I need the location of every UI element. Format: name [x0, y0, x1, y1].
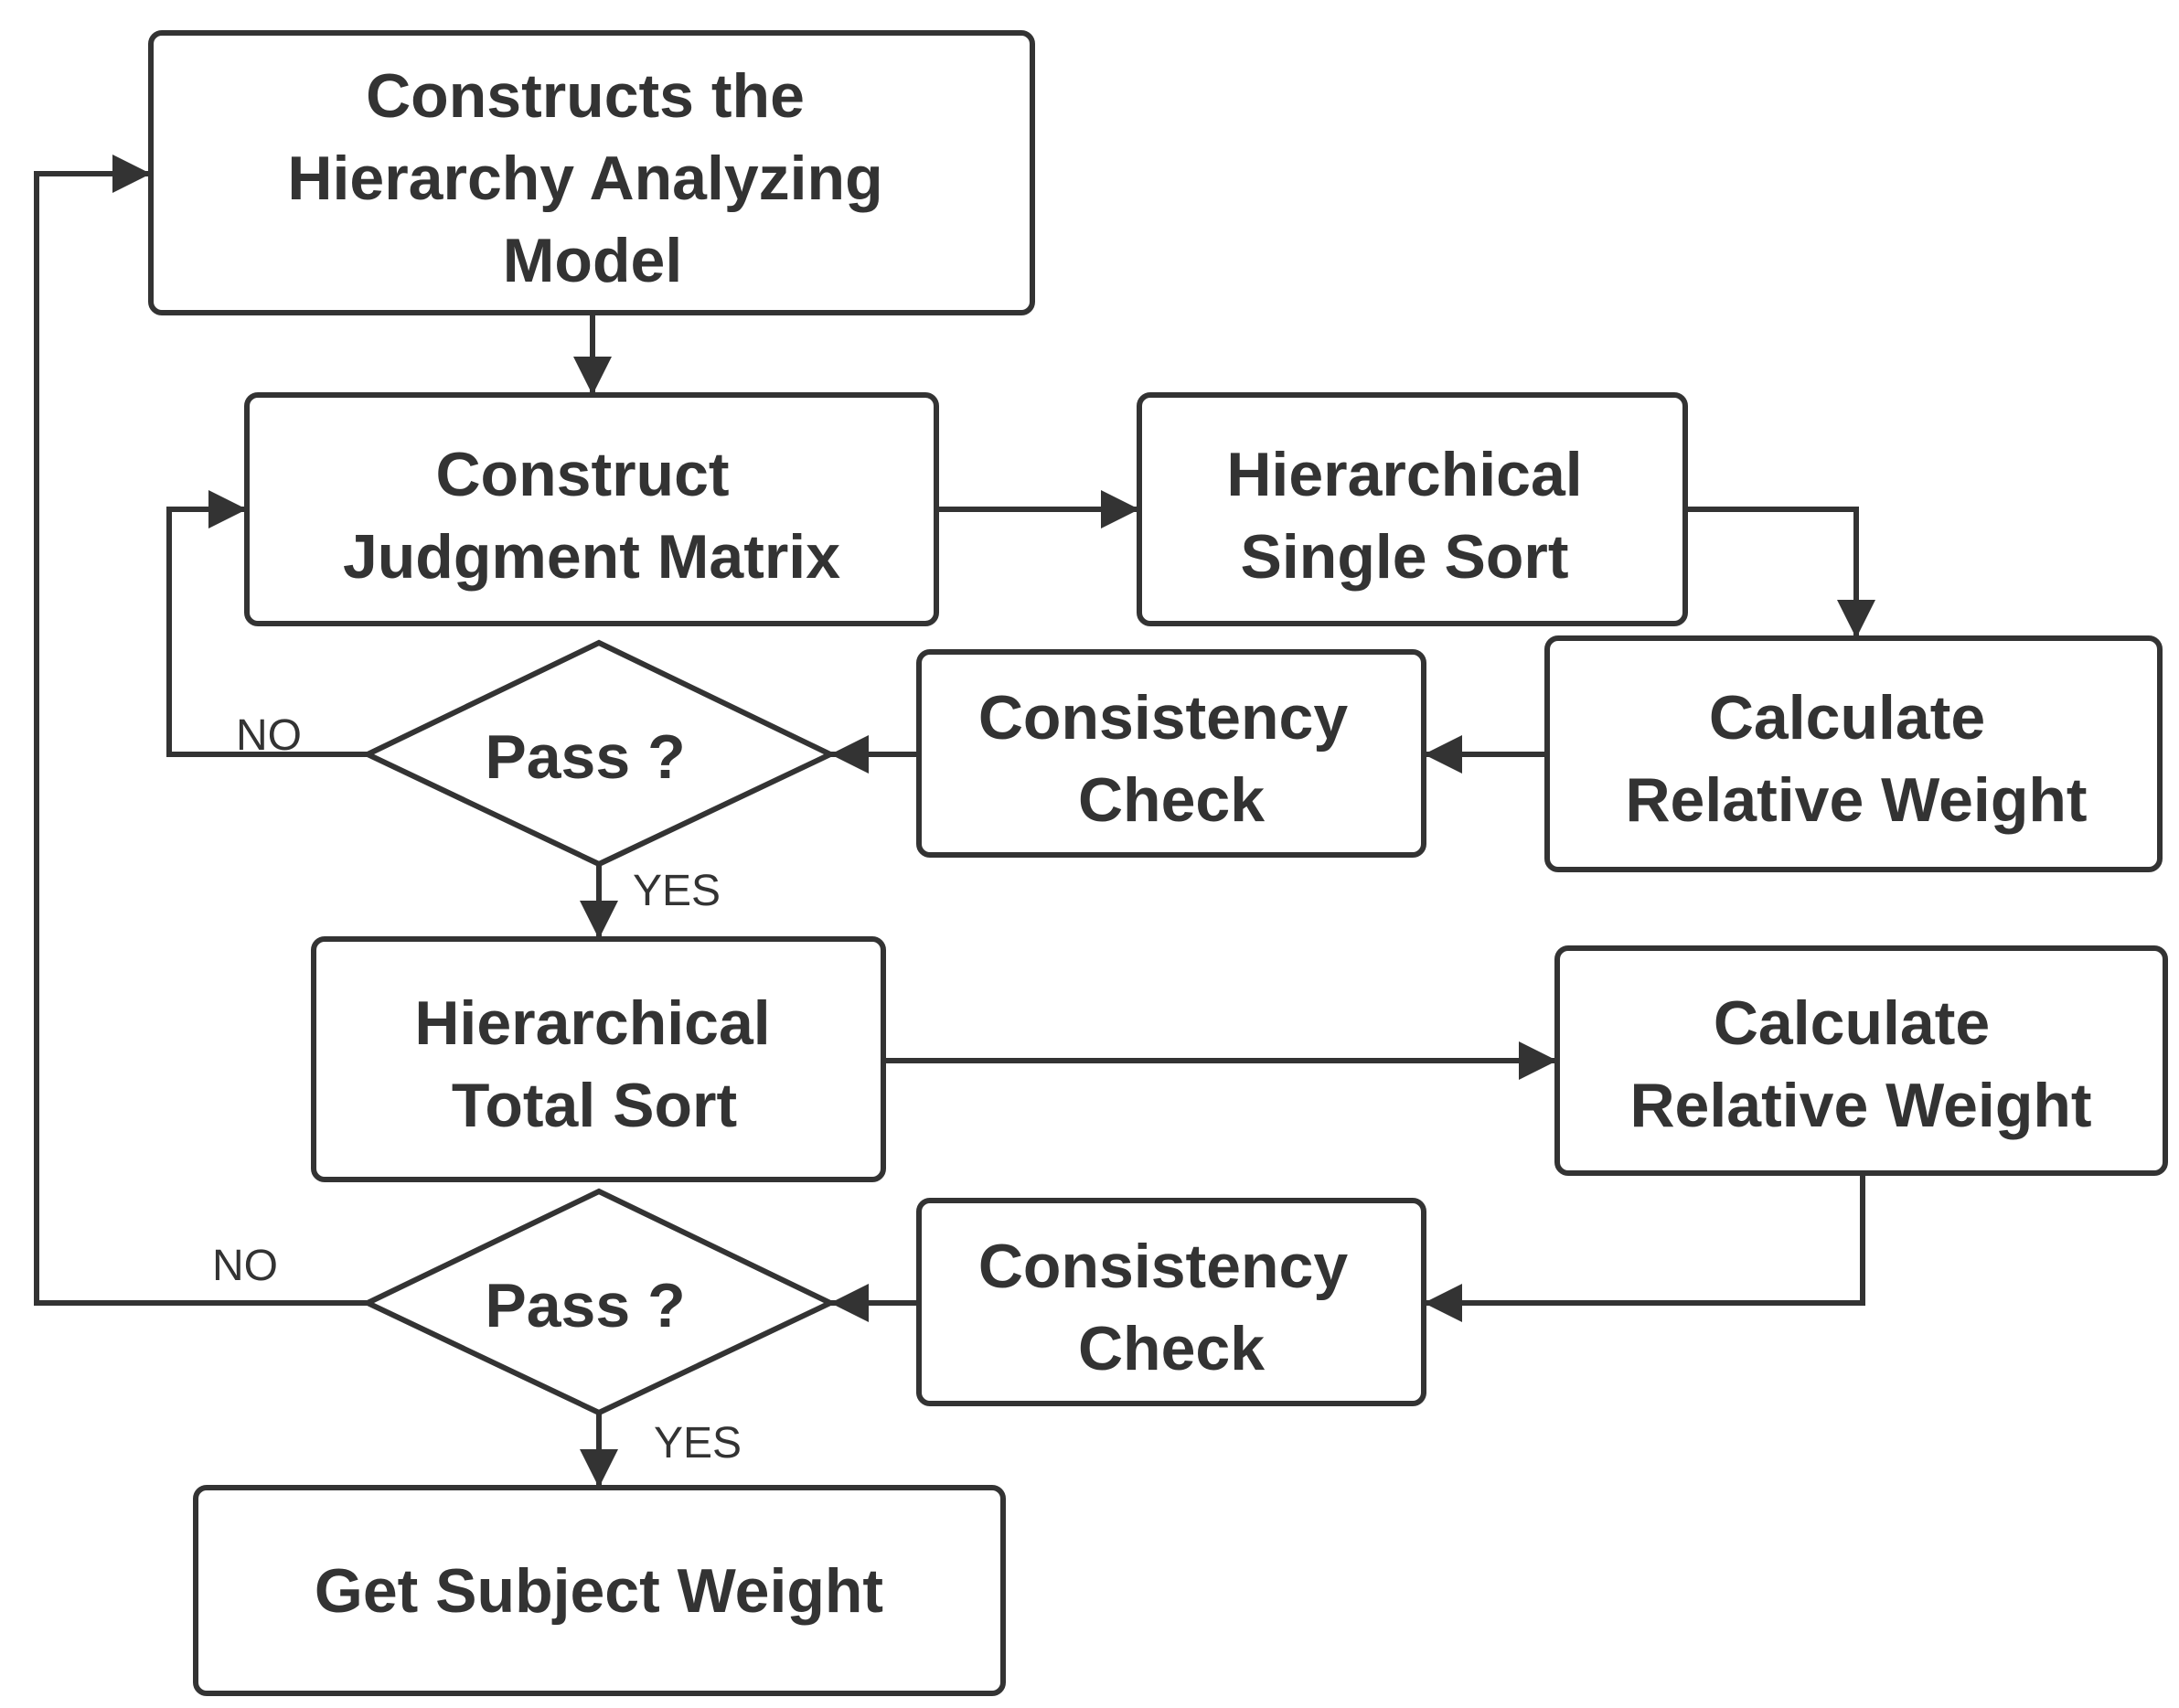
- label-consistency-check-2-line-1: Consistency: [978, 1232, 1349, 1301]
- label-total-sort-line-2: Total Sort: [452, 1071, 737, 1140]
- label-construct-model-line-2: Hierarchy Analyzing: [287, 144, 882, 213]
- label-pass-1: Pass ?: [485, 722, 685, 792]
- label-consistency-check-1-line-1: Consistency: [978, 683, 1349, 753]
- node-pass-2: [361, 1188, 837, 1416]
- label-consistency-check-2-line-2: Check: [1078, 1314, 1265, 1383]
- node-single-sort: [1137, 392, 1688, 626]
- label-pass-2: Pass ?: [485, 1271, 685, 1340]
- arrow-single-sort-to-calc-weight-1: [1685, 507, 1875, 638]
- arrow-pass-2-no-loop: [34, 155, 368, 1306]
- arrow-pass-1-no-loop: [166, 490, 368, 757]
- connectors: [34, 155, 1875, 1488]
- edge-labels: NO YES NO YES: [212, 711, 742, 1468]
- node-labels: Constructs the Hierarchy Analyzing Model…: [287, 61, 2091, 1626]
- edge-label-no-1: NO: [236, 711, 302, 760]
- edge-label-yes-2: YES: [654, 1419, 742, 1468]
- label-single-sort-line-1: Hierarchical: [1226, 440, 1582, 509]
- node-consistency-check-2: [916, 1198, 1426, 1406]
- label-calc-weight-1-line-2: Relative Weight: [1625, 765, 2087, 835]
- label-construct-matrix-line-2: Judgment Matrix: [343, 522, 840, 592]
- node-calc-weight-1: [1544, 635, 2163, 872]
- label-total-sort-line-1: Hierarchical: [414, 988, 770, 1058]
- label-calc-weight-2-line-1: Calculate: [1714, 988, 1990, 1058]
- label-calc-weight-1-line-1: Calculate: [1709, 683, 1985, 753]
- label-subject-weight: Get Subject Weight: [315, 1556, 883, 1626]
- label-single-sort-line-2: Single Sort: [1241, 522, 1569, 592]
- edge-label-yes-1: YES: [633, 867, 721, 915]
- nodes: [148, 30, 2168, 1696]
- label-construct-model-line-1: Constructs the: [366, 61, 805, 131]
- label-construct-model-line-3: Model: [503, 226, 682, 295]
- node-construct-matrix: [244, 392, 939, 626]
- label-calc-weight-2-line-2: Relative Weight: [1629, 1071, 2091, 1140]
- edge-label-no-2: NO: [212, 1242, 278, 1290]
- node-subject-weight: [193, 1485, 1006, 1696]
- node-pass-1: [361, 639, 837, 868]
- label-consistency-check-1-line-2: Check: [1078, 765, 1265, 835]
- node-construct-model: [148, 30, 1035, 315]
- node-consistency-check-1: [916, 649, 1426, 858]
- node-calc-weight-2: [1554, 945, 2168, 1176]
- label-construct-matrix-line-1: Construct: [435, 440, 729, 509]
- arrow-calc-weight-2-to-check-2: [1424, 1173, 1865, 1322]
- node-total-sort: [311, 936, 886, 1182]
